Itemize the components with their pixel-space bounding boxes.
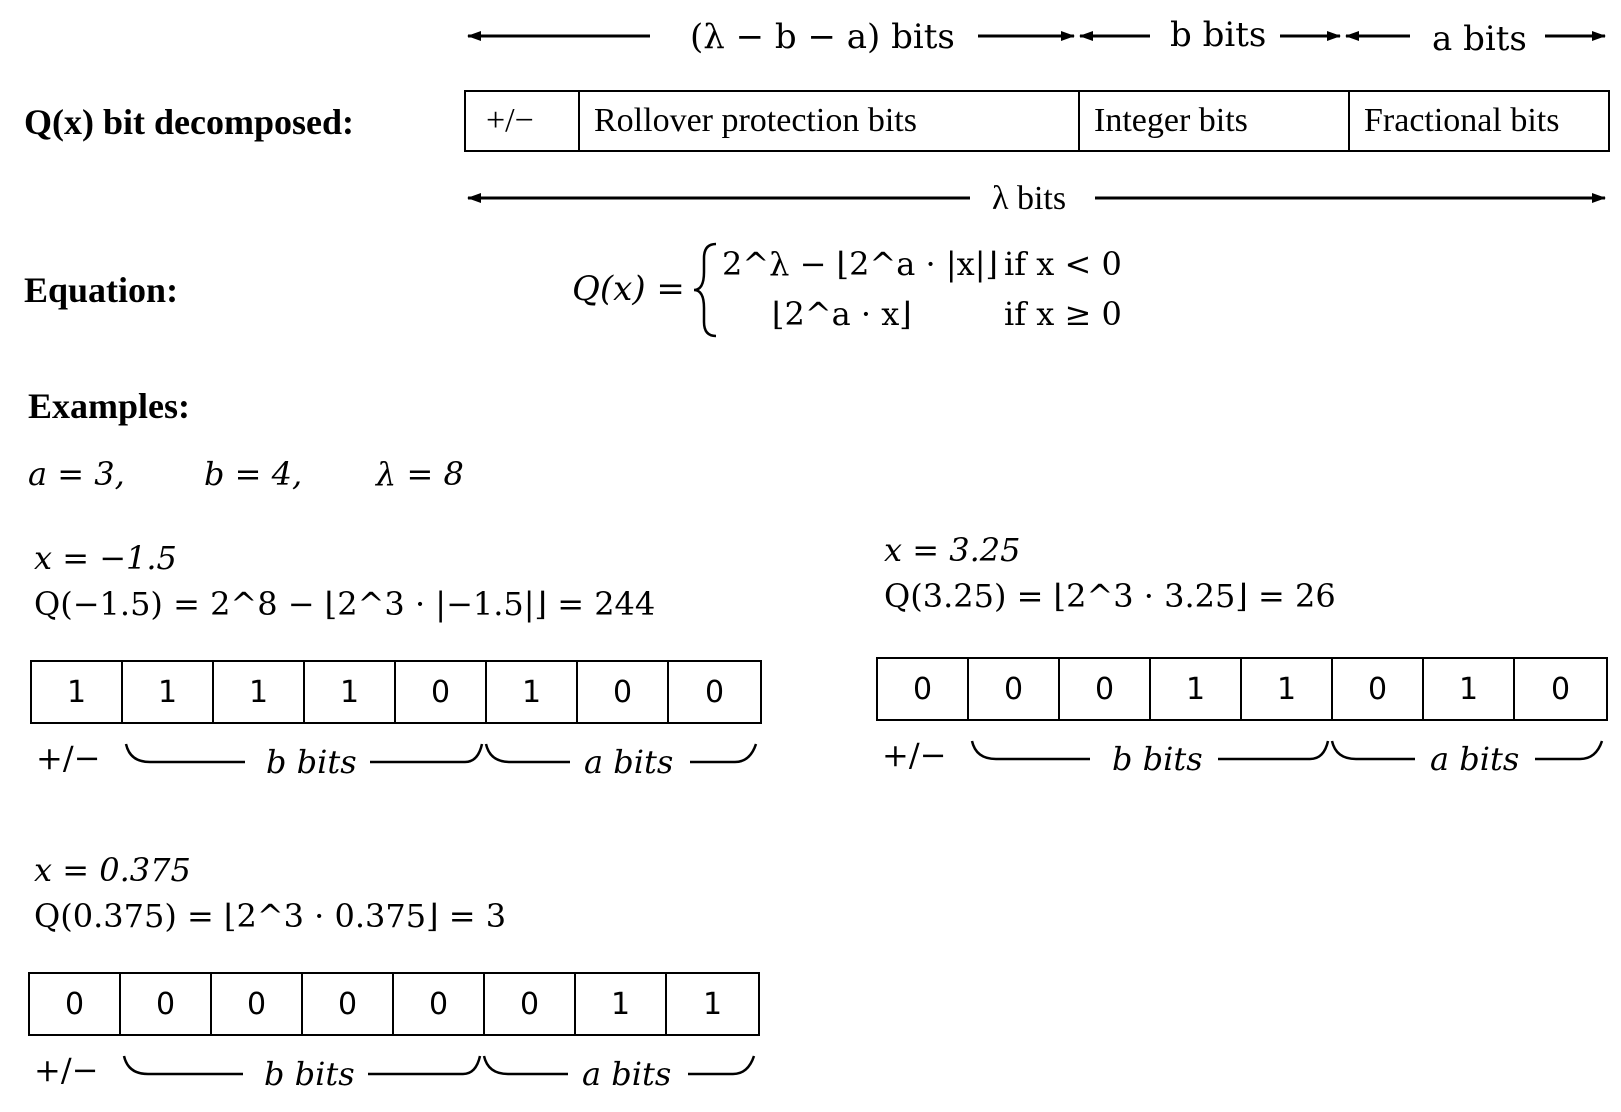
example-2-q: Q(3.25) = ⌊2^3 · 3.25⌋ = 26 xyxy=(884,577,1336,615)
bit-cell: 0 xyxy=(704,674,725,710)
example-3-b-label: b bits xyxy=(264,1055,355,1093)
brace-a-2 xyxy=(1330,740,1604,761)
param-a: a = 3, xyxy=(28,455,125,493)
param-b: b = 4, xyxy=(204,455,303,493)
bit-cell: 0 xyxy=(969,659,1060,719)
example-2-sign-label: +/− xyxy=(882,736,947,774)
bit-cell: 0 xyxy=(394,974,485,1034)
example-1-bits: 1 1 1 1 0 1 0 0 xyxy=(30,660,762,724)
bit-cell: 1 xyxy=(32,662,123,722)
example-3-x: x = 0.375 xyxy=(34,851,191,889)
bit-cell: 0 xyxy=(878,659,969,719)
examples-label: Examples: xyxy=(28,386,190,426)
bit-cell: 0 xyxy=(212,974,303,1034)
bit-cell: 1 xyxy=(214,662,305,722)
field-sign: +/− xyxy=(466,92,580,150)
field-rollover: Rollover protection bits xyxy=(580,92,1080,150)
decomposition-title: Q(x) bit decomposed: xyxy=(24,102,354,142)
equation-brace xyxy=(693,242,717,338)
bit-cell: 0 xyxy=(485,974,576,1034)
bit-cell: 1 xyxy=(576,974,667,1034)
example-3-sign-label: +/− xyxy=(34,1051,99,1089)
example-1-b-label: b bits xyxy=(266,743,357,781)
example-1-sign-label: +/− xyxy=(36,739,101,777)
example-3-q: Q(0.375) = ⌊2^3 · 0.375⌋ = 3 xyxy=(34,897,507,935)
equation-label: Equation: xyxy=(24,270,179,310)
field-integer: Integer bits xyxy=(1080,92,1350,150)
example-3-a-label: a bits xyxy=(582,1055,672,1093)
span-label-b: b bits xyxy=(1160,18,1277,52)
span-label-lambda: λ bits xyxy=(982,182,1077,216)
bit-cell: 1 xyxy=(1151,659,1242,719)
bit-cell: 0 xyxy=(1060,659,1151,719)
equation-case2: ⌊2^a · x⌋ xyxy=(772,295,912,333)
bit-field-box: +/− Rollover protection bits Integer bit… xyxy=(464,90,1610,152)
brace-b-3 xyxy=(122,1055,482,1076)
example-1-x: x = −1.5 xyxy=(34,539,177,577)
bit-cell: 0 xyxy=(396,662,487,722)
bit-cell: 0 xyxy=(1550,671,1571,707)
equation-case1: 2^λ − ⌊2^a · |x|⌋ xyxy=(722,245,998,283)
param-lambda: λ = 8 xyxy=(376,455,464,493)
span-label-a: a bits xyxy=(1422,22,1537,56)
field-fractional: Fractional bits xyxy=(1364,102,1560,139)
bit-cell: 1 xyxy=(123,662,214,722)
bit-cell: 1 xyxy=(305,662,396,722)
example-3-bits: 0 0 0 0 0 0 1 1 xyxy=(28,972,760,1036)
span-label-rollover: (λ − b − a) bits xyxy=(680,20,965,54)
brace-b-1 xyxy=(124,743,484,764)
bit-cell: 1 xyxy=(1242,659,1333,719)
equation-lhs: Q(x) = xyxy=(572,269,685,309)
equation-cond2: if x ≥ 0 xyxy=(1004,295,1122,333)
bit-cell: 0 xyxy=(30,974,121,1034)
example-2-x: x = 3.25 xyxy=(884,531,1021,569)
bit-cell: 0 xyxy=(121,974,212,1034)
bit-cell: 1 xyxy=(1424,659,1515,719)
example-2-bits: 0 0 0 1 1 0 1 0 xyxy=(876,657,1608,721)
brace-b-2 xyxy=(970,740,1330,761)
bit-cell: 1 xyxy=(487,662,578,722)
bit-cell: 0 xyxy=(578,662,669,722)
bit-cell: 0 xyxy=(303,974,394,1034)
example-2-b-label: b bits xyxy=(1112,740,1203,778)
example-1-q: Q(−1.5) = 2^8 − ⌊2^3 · |−1.5|⌋ = 244 xyxy=(34,585,656,623)
brace-a-3 xyxy=(482,1055,756,1076)
equation-cond1: if x < 0 xyxy=(1004,245,1122,283)
example-2-a-label: a bits xyxy=(1430,740,1520,778)
example-1-a-label: a bits xyxy=(584,743,674,781)
brace-a-1 xyxy=(484,743,758,764)
bit-cell: 0 xyxy=(1333,659,1424,719)
bit-cell: 1 xyxy=(702,986,723,1022)
